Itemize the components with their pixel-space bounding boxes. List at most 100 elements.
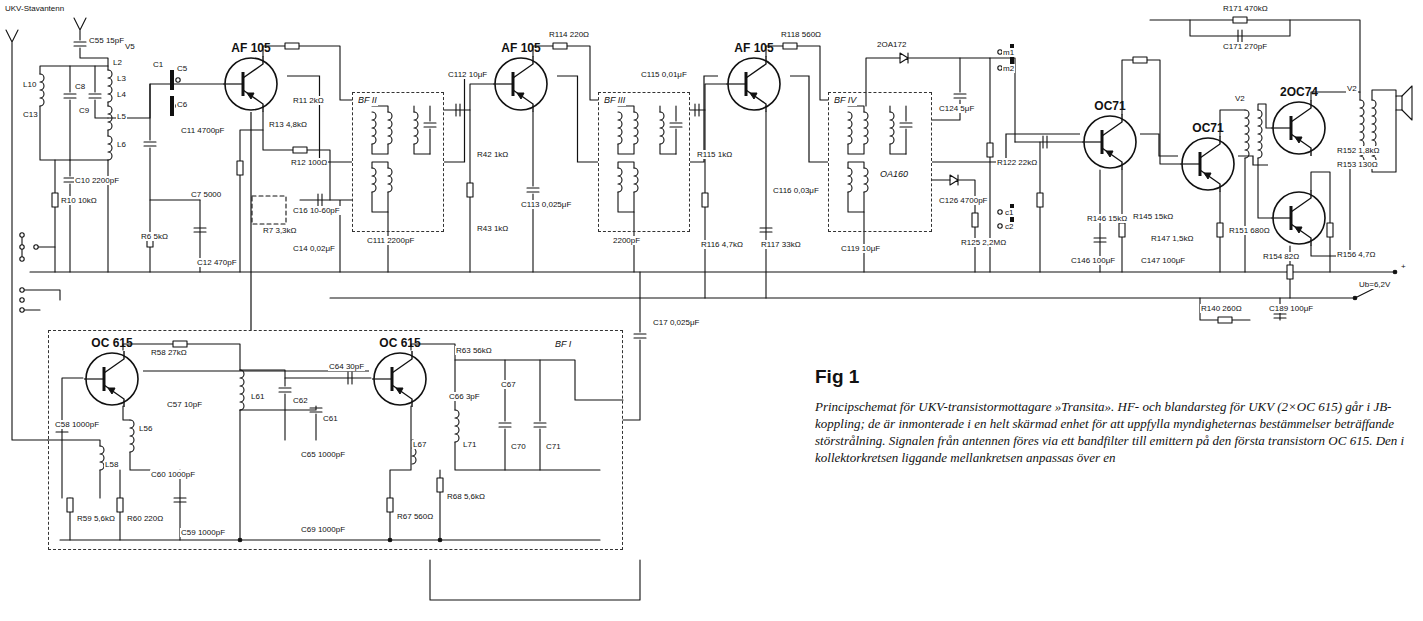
junction-dot	[1353, 296, 1357, 300]
switch-contact	[998, 224, 1002, 228]
wire	[80, 48, 108, 70]
wire	[69, 66, 70, 160]
resistor-symbol	[52, 193, 58, 207]
unit-name: BF III	[603, 95, 626, 106]
component-label: C13	[22, 110, 39, 119]
transistor-symbol-box	[1180, 136, 1236, 192]
component-label: R13 4,8kΩ	[268, 120, 308, 129]
transistor-type: OC71	[1178, 120, 1238, 136]
transistor-symbol	[223, 56, 277, 112]
component-label: L3	[116, 74, 127, 83]
coil-symbol	[618, 168, 622, 192]
coil-symbol	[130, 420, 134, 452]
wire	[932, 179, 950, 180]
diode-symbol	[950, 175, 958, 185]
shielded-unit: BF III	[598, 92, 690, 232]
component-label: R11 2kΩ	[292, 96, 325, 105]
wire	[130, 452, 150, 470]
component-label: C57 10pF	[166, 400, 203, 409]
wire	[848, 144, 864, 154]
transistor-emitter	[1102, 148, 1122, 170]
resistor-symbol	[117, 498, 123, 512]
diode-symbol	[900, 53, 908, 63]
component-label: C115 0,01μF	[640, 70, 688, 79]
transistor-stage: AF 105	[485, 40, 557, 112]
capacitor-symbol	[1274, 314, 1286, 318]
wire	[123, 344, 240, 370]
coil-symbol	[618, 112, 622, 144]
shielded-unit: BF IVOA160	[828, 92, 932, 232]
capacitor-symbol	[144, 142, 156, 146]
transistor-stage: AF 105	[718, 40, 790, 112]
switch-contact	[20, 233, 24, 237]
capacitor-symbol	[64, 94, 76, 98]
transistor-lead	[726, 83, 746, 84]
capacitor-symbol	[695, 104, 699, 116]
trimmer-outline	[252, 196, 286, 224]
capacitor-symbol	[760, 228, 772, 232]
junction-dot	[438, 538, 442, 542]
transistor-symbol	[1180, 136, 1234, 192]
coil-symbol	[40, 74, 44, 106]
coil-symbol	[1245, 110, 1249, 158]
transistor-collector	[1291, 100, 1311, 122]
component-label: C70	[510, 442, 527, 451]
transistor-symbol	[1271, 100, 1325, 156]
resistor-symbol	[1218, 317, 1232, 323]
wire	[444, 84, 493, 110]
capacitor-symbol	[670, 123, 682, 127]
emitter-arrow	[1295, 227, 1302, 233]
transistor-symbol	[84, 351, 138, 407]
resistor-symbol	[972, 213, 978, 227]
transistor-type: AF 105	[215, 40, 287, 56]
switch-contact	[176, 78, 180, 82]
transistor-emitter	[513, 90, 533, 112]
transistor-symbol-box	[1082, 114, 1138, 170]
component-label: L2	[112, 58, 123, 67]
component-label: R146 15kΩ	[1086, 214, 1128, 223]
component-label: C113 0,025μF	[520, 200, 572, 209]
component-label: R122 22kΩ	[996, 158, 1038, 167]
component-label: R171 470kΩ	[1222, 4, 1269, 13]
wire	[905, 106, 906, 154]
transistor-stage: OC 615	[81, 335, 143, 407]
transistor-type: 2OC74	[1268, 84, 1330, 100]
wire	[660, 106, 676, 154]
wire	[1015, 141, 1082, 142]
component-label: C16 10-60pF	[292, 206, 341, 215]
resistor-symbol	[237, 161, 243, 175]
switch-bar	[170, 96, 174, 116]
resistor-symbol	[783, 43, 797, 49]
wire	[240, 370, 316, 440]
component-label: L56	[138, 424, 153, 433]
signal-connector	[1140, 134, 1178, 156]
wire	[1258, 104, 1271, 218]
transistor-symbol	[493, 56, 547, 112]
component-label: R6 5kΩ	[140, 232, 169, 241]
component-label: C66 3pF	[448, 392, 481, 401]
component-label: m2	[1002, 64, 1015, 73]
resistor-symbol	[387, 498, 393, 512]
capacitor-symbol	[424, 123, 436, 127]
speaker-symbol	[1396, 96, 1402, 110]
transistor-type: OC71	[1080, 98, 1140, 114]
emitter-arrow	[108, 388, 115, 394]
capacitor-symbol	[499, 423, 511, 427]
component-label: C59 1000pF	[180, 528, 226, 537]
wire	[70, 470, 120, 540]
component-label: R118 560Ω	[780, 30, 822, 39]
component-label: UKV-Stavantenn	[4, 4, 65, 13]
component-label: L10	[22, 80, 37, 89]
component-label: L58	[104, 460, 119, 469]
switch-contact	[20, 308, 24, 312]
capacitor-symbol	[534, 423, 546, 427]
component-label: C112 10μF	[447, 70, 488, 79]
coil-symbol	[864, 112, 868, 144]
wire	[372, 162, 388, 168]
wire	[890, 106, 906, 154]
transistor-emitter	[746, 90, 766, 112]
component-label: R12 100Ω	[290, 158, 328, 167]
component-label: C119 10μF	[840, 244, 881, 253]
component-label: C8	[74, 82, 86, 91]
transistor-lead	[1082, 141, 1102, 142]
